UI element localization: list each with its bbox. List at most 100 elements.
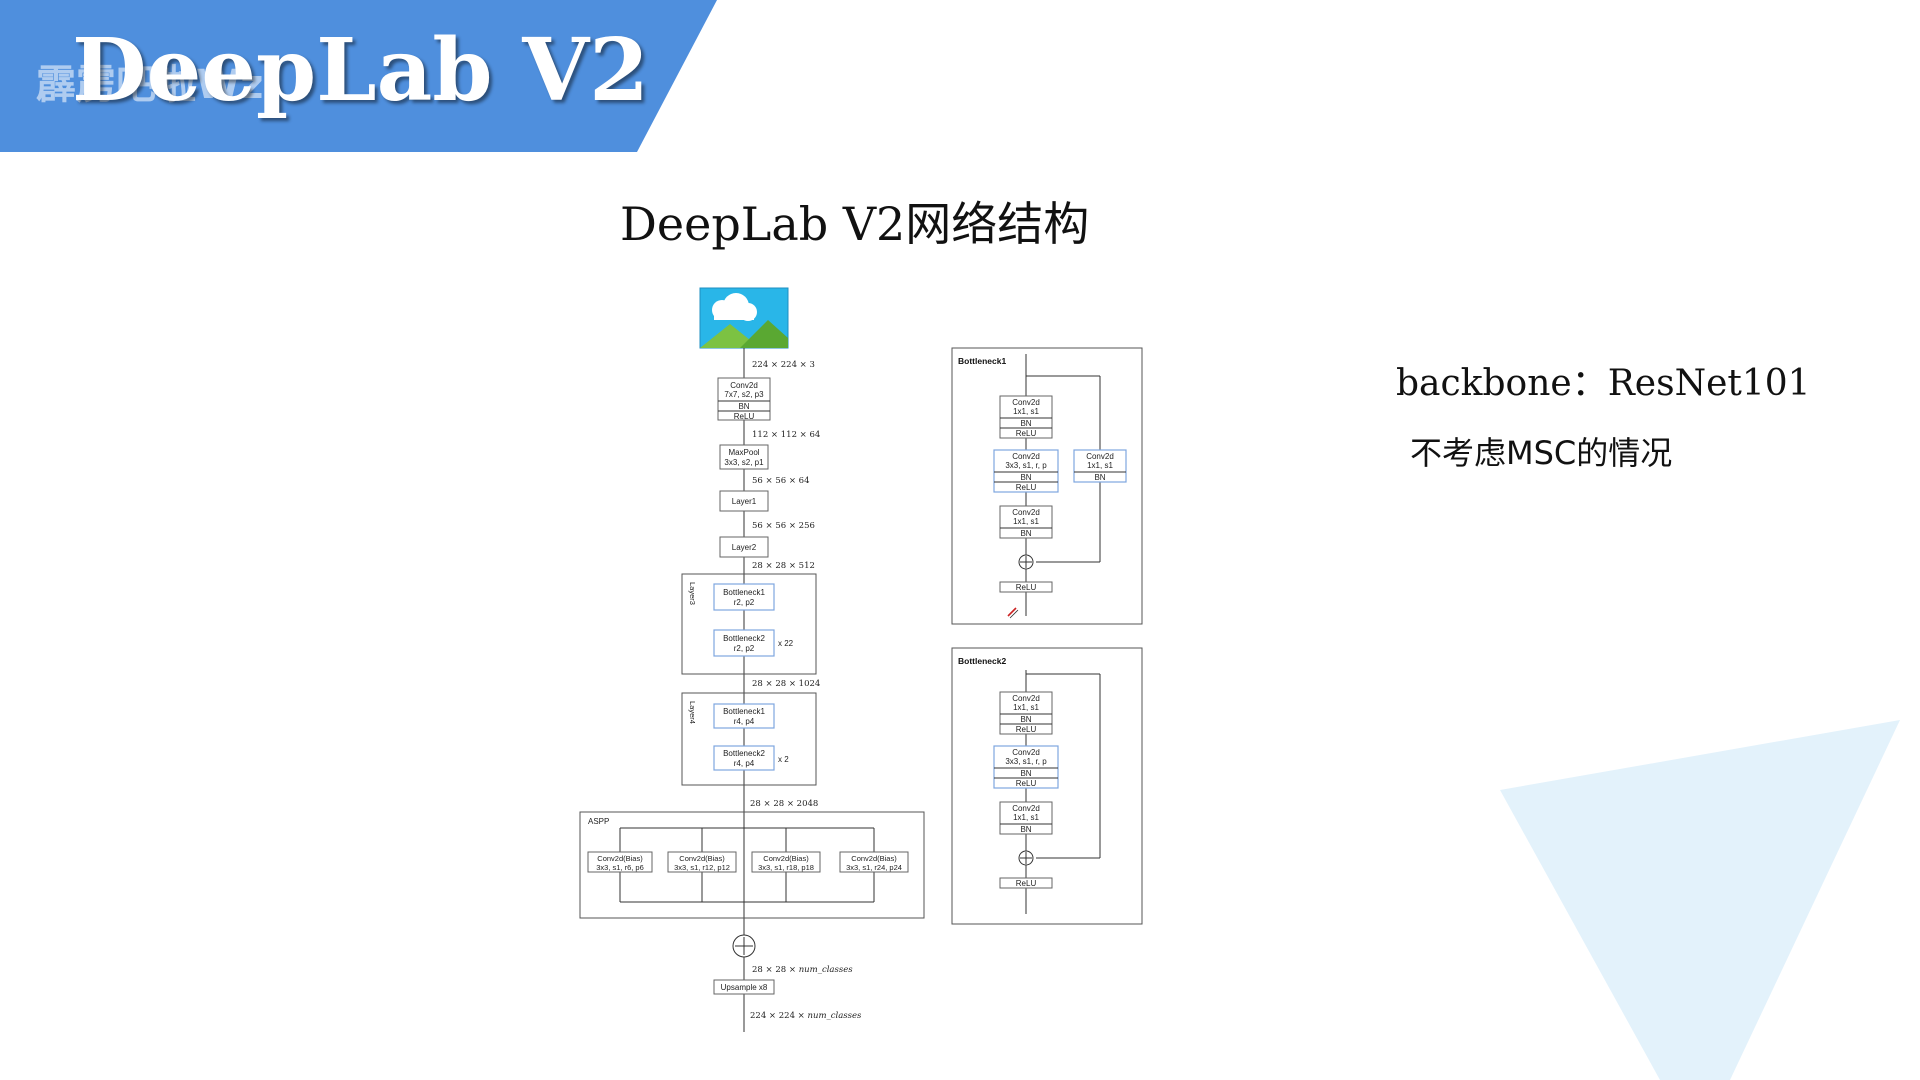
block-label: 3x3, s1, r, p — [1005, 757, 1047, 766]
sum-icon — [1018, 850, 1034, 866]
shortcut-conv-block: Conv2d 1x1, s1 BN — [1073, 449, 1127, 483]
block-label: Layer2 — [732, 543, 757, 552]
conv1-block: Conv2d 7x7, s2, p3 BN ReLU — [717, 377, 771, 421]
dilated-conv-block: Conv2d 3x3, s1, r, p BN ReLU — [993, 745, 1059, 789]
dilated-conv-block: Conv2d 3x3, s1, r, p BN ReLU — [993, 449, 1059, 493]
block-label: 3x3, s1, r24, p24 — [846, 863, 902, 872]
header-band — [0, 0, 717, 152]
block-label: Bottleneck1 — [723, 707, 765, 716]
block-label: Upsample x8 — [721, 983, 768, 992]
block-label: BN — [1020, 529, 1031, 538]
block-label: Bottleneck1 — [723, 588, 765, 597]
layer3-group: Layer3 Bottleneck1 r2, p2 Bottleneck2 r2… — [681, 573, 817, 675]
block-label: BN — [1020, 419, 1031, 428]
group-label: Layer3 — [688, 582, 697, 605]
diagram-title: Bottleneck1 — [958, 356, 1006, 366]
block-label: ReLU — [1016, 583, 1037, 592]
dim-label: 224 × 224 × num_classes — [750, 1011, 862, 1021]
block-label: ReLU — [1016, 429, 1037, 438]
sum-icon — [1018, 554, 1034, 570]
pen-cursor-icon — [1007, 607, 1019, 619]
block-label: Conv2d(Bias) — [763, 854, 809, 863]
block-label: r2, p2 — [734, 598, 755, 607]
dim-label: 112 × 112 × 64 — [752, 430, 820, 440]
block-label: ReLU — [1016, 779, 1037, 788]
block-label: r4, p4 — [734, 717, 755, 726]
block-label: ReLU — [1016, 725, 1037, 734]
block-label: 1x1, s1 — [1013, 703, 1039, 712]
block-label: Conv2d — [1012, 694, 1040, 703]
decorative-triangle — [1500, 720, 1900, 1080]
block-label: r2, p2 — [734, 644, 755, 653]
dim-label: 224 × 224 × 3 — [752, 360, 815, 370]
slide-title: DeepLab V2网络结构 — [620, 197, 1090, 251]
repeat-label: x 2 — [778, 755, 789, 764]
block-label: Layer1 — [732, 497, 757, 506]
maxpool-block: MaxPool 3x3, s2, p1 — [719, 444, 769, 470]
block-label: 3x3, s2, p1 — [724, 458, 764, 467]
block-label: 3x3, s1, r, p — [1005, 461, 1047, 470]
block-label: Conv2d — [1012, 452, 1040, 461]
main-network-diagram: 224 × 224 × 3 Conv2d 7x7, s2, p3 BN ReLU… — [579, 287, 925, 1032]
block-label: Conv2d — [1012, 398, 1040, 407]
aspp-group: ASPP Conv2d(Bias) 3x3, s1, r6, p6 Conv2d… — [579, 811, 925, 919]
bottleneck2-diagram: Bottleneck2 Conv2d 1x1, s1 BN ReLU Conv2… — [951, 647, 1143, 925]
block-label: ReLU — [1016, 879, 1037, 888]
block-label: Conv2d — [1012, 804, 1040, 813]
block-label: BN — [1094, 473, 1105, 482]
block-label: 7x7, s2, p3 — [724, 390, 764, 399]
layer2-block: Layer2 — [719, 536, 769, 558]
block-label: r4, p4 — [734, 759, 755, 768]
block-label: BN — [1020, 769, 1031, 778]
dim-label: 28 × 28 × 512 — [752, 561, 815, 571]
relu-block: ReLU — [999, 877, 1053, 889]
group-label: Layer4 — [688, 701, 697, 724]
block-label: MaxPool — [728, 448, 759, 457]
block-label: Conv2d — [1086, 452, 1114, 461]
dim-label: 28 × 28 × num_classes — [752, 965, 853, 975]
conv-block: Conv2d 1x1, s1 BN ReLU — [999, 395, 1053, 439]
layer4-group: Layer4 Bottleneck1 r4, p4 Bottleneck2 r4… — [681, 692, 817, 786]
block-label: Bottleneck2 — [723, 749, 765, 758]
block-label: 3x3, s1, r12, p12 — [674, 863, 730, 872]
block-label: Conv2d(Bias) — [851, 854, 897, 863]
relu-block: ReLU — [999, 581, 1053, 593]
block-label: BN — [738, 402, 749, 411]
block-label: 1x1, s1 — [1013, 813, 1039, 822]
dim-label: 56 × 56 × 64 — [752, 476, 810, 486]
conv-block: Conv2d 1x1, s1 BN — [999, 801, 1053, 835]
block-label: Conv2d(Bias) — [597, 854, 643, 863]
repeat-label: x 22 — [778, 639, 794, 648]
block-label: 3x3, s1, r18, p18 — [758, 863, 814, 872]
image-icon — [699, 287, 789, 349]
layer1-block: Layer1 — [719, 490, 769, 512]
block-label: BN — [1020, 715, 1031, 724]
conv-block: Conv2d 1x1, s1 BN — [999, 505, 1053, 539]
diagram-title: Bottleneck2 — [958, 656, 1006, 666]
dim-label: 28 × 28 × 2048 — [750, 799, 818, 809]
block-label: 1x1, s1 — [1013, 407, 1039, 416]
block-label: BN — [1020, 825, 1031, 834]
bottleneck1-diagram: Bottleneck1 Conv2d 1x1, s1 BN ReLU Conv2… — [951, 347, 1143, 625]
block-label: Conv2d — [1012, 508, 1040, 517]
sum-icon — [732, 934, 756, 958]
dim-label: 56 × 56 × 256 — [752, 521, 815, 531]
block-label: ReLU — [734, 412, 755, 421]
block-label: 1x1, s1 — [1087, 461, 1113, 470]
msc-note: 不考虑MSC的情况 — [1410, 434, 1673, 472]
block-label: ReLU — [1016, 483, 1037, 492]
upsample-block: Upsample x8 — [713, 979, 775, 995]
block-label: BN — [1020, 473, 1031, 482]
block-label: Conv2d — [1012, 748, 1040, 757]
block-label: Bottleneck2 — [723, 634, 765, 643]
header-watermark: 霹雳吧啦Wz — [36, 62, 264, 108]
backbone-text: backbone：ResNet101 — [1396, 363, 1811, 404]
conv-block: Conv2d 1x1, s1 BN ReLU — [999, 691, 1053, 735]
block-label: 1x1, s1 — [1013, 517, 1039, 526]
header-title: DeepLab V2 — [72, 20, 649, 121]
group-label: ASPP — [588, 817, 609, 826]
dim-label: 28 × 28 × 1024 — [752, 679, 820, 689]
block-label: Conv2d(Bias) — [679, 854, 725, 863]
header-band-shape — [0, 0, 717, 152]
